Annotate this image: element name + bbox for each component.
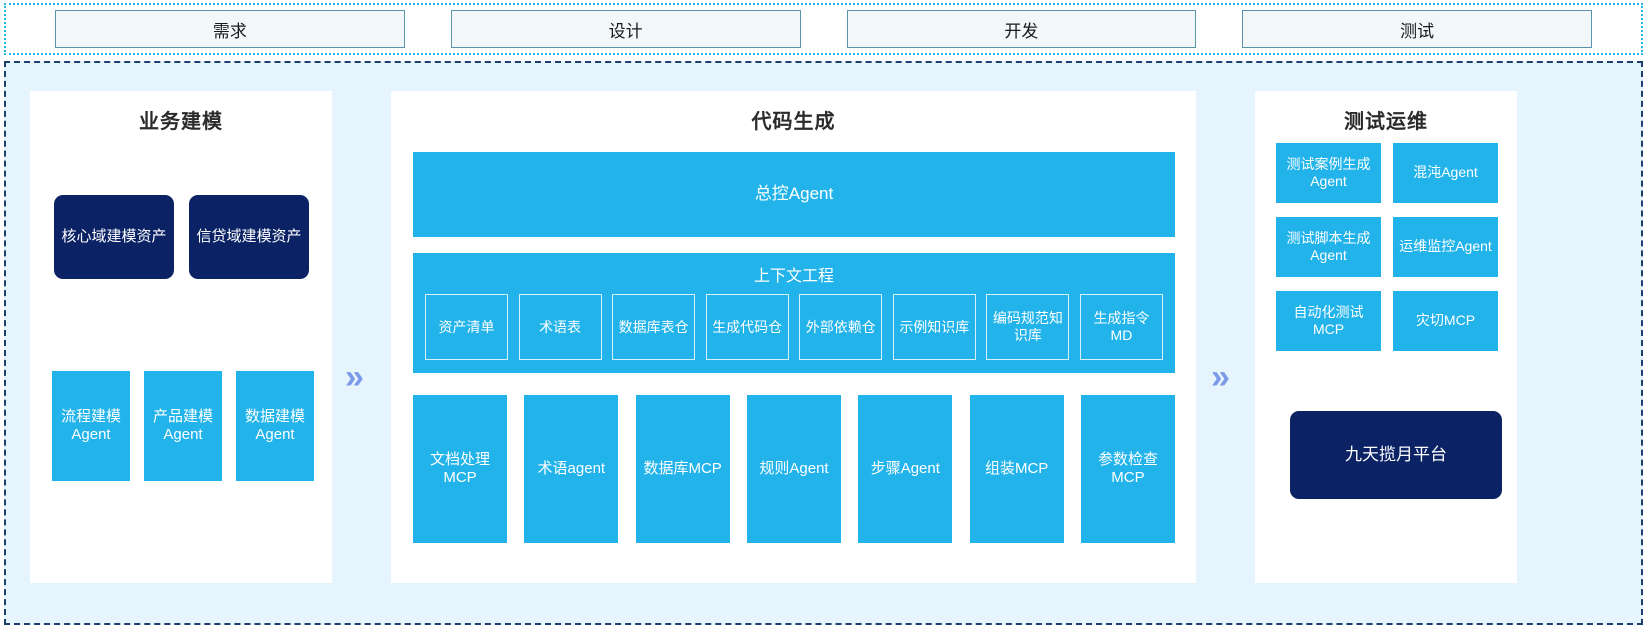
tool-disaster-switch-mcp[interactable]: 灾切MCP (1393, 291, 1498, 351)
phase-box-design[interactable]: 设计 (450, 10, 801, 48)
agent-chaos[interactable]: 混沌Agent (1393, 143, 1498, 203)
tool-parameter-check-mcp[interactable]: 参数检查MCP (1080, 395, 1175, 543)
context-item-db-table-repo[interactable]: 数据库表仓 (612, 294, 696, 360)
agent-ops-monitoring[interactable]: 运维监控Agent (1393, 217, 1498, 277)
panel-code-generation: 代码生成 总控Agent 上下文工程 资产清单 术语表 数据库表仓 生成代码仓 … (391, 91, 1196, 583)
context-item-row: 资产清单 术语表 数据库表仓 生成代码仓 外部依赖仓 示例知识库 编码规范知识库… (413, 294, 1175, 360)
panel-test-operations: 测试运维 测试案例生成Agent 混沌Agent 测试脚本生成Agent 运维监… (1255, 91, 1517, 583)
context-item-asset-list[interactable]: 资产清单 (425, 294, 508, 360)
panel-business-modeling: 业务建模 核心域建模资产 信贷域建模资产 流程建模Agent 产品建模Agent… (30, 91, 332, 583)
test-ops-grid: 测试案例生成Agent 混沌Agent 测试脚本生成Agent 运维监控Agen… (1276, 143, 1498, 351)
chevron-right-icon-2: » (1211, 358, 1230, 396)
panel-title-business-modeling: 业务建模 (139, 111, 223, 133)
agent-product-modeling[interactable]: 产品建模Agent (144, 371, 222, 481)
tool-document-processing-mcp[interactable]: 文档处理MCP (413, 395, 507, 543)
asset-core-domain[interactable]: 核心域建模资产 (54, 195, 174, 279)
agent-data-modeling[interactable]: 数据建模Agent (236, 371, 314, 481)
tool-assembly-mcp[interactable]: 组装MCP (969, 395, 1064, 543)
context-item-generated-code-repo[interactable]: 生成代码仓 (705, 294, 789, 360)
phase-box-requirements[interactable]: 需求 (55, 10, 405, 48)
tool-database-mcp[interactable]: 数据库MCP (635, 395, 730, 543)
context-item-glossary[interactable]: 术语表 (518, 294, 602, 360)
context-item-generation-instruction-md[interactable]: 生成指令MD (1079, 294, 1163, 360)
business-agent-group: 流程建模Agent 产品建模Agent 数据建模Agent (52, 371, 314, 481)
agent-test-script-generation[interactable]: 测试脚本生成Agent (1276, 217, 1381, 277)
panel-title-code-generation: 代码生成 (751, 111, 836, 133)
phase-strip: 需求 设计 开发 测试 (4, 3, 1643, 55)
agent-test-case-generation[interactable]: 测试案例生成Agent (1276, 143, 1381, 203)
tool-agent-row: 文档处理MCP 术语agent 数据库MCP 规则Agent 步骤Agent 组… (413, 395, 1175, 543)
platform-jiutian-lanyue[interactable]: 九天揽月平台 (1290, 411, 1502, 499)
panel-title-test-operations: 测试运维 (1344, 111, 1428, 133)
context-item-example-knowledge-base[interactable]: 示例知识库 (892, 294, 976, 360)
agent-process-modeling[interactable]: 流程建模Agent (52, 371, 130, 481)
context-item-external-dependency-repo[interactable]: 外部依赖仓 (799, 294, 883, 360)
tool-rule-agent[interactable]: 规则Agent (746, 395, 841, 543)
main-canvas: 业务建模 核心域建模资产 信贷域建模资产 流程建模Agent 产品建模Agent… (4, 61, 1643, 625)
control-agent-bar[interactable]: 总控Agent (413, 152, 1175, 237)
tool-step-agent[interactable]: 步骤Agent (858, 395, 953, 543)
chevron-right-icon-1: » (345, 358, 364, 396)
context-engineering-block: 上下文工程 资产清单 术语表 数据库表仓 生成代码仓 外部依赖仓 示例知识库 编… (413, 253, 1175, 373)
asset-credit-domain[interactable]: 信贷域建模资产 (189, 195, 309, 279)
business-asset-group: 核心域建模资产 信贷域建模资产 (54, 195, 309, 279)
tool-automated-test-mcp[interactable]: 自动化测试MCP (1276, 291, 1381, 351)
tool-glossary-agent[interactable]: 术语agent (524, 395, 619, 543)
context-engineering-title: 上下文工程 (753, 268, 834, 285)
phase-box-development[interactable]: 开发 (846, 10, 1197, 48)
context-item-coding-standard-knowledge-base[interactable]: 编码规范知识库 (986, 294, 1070, 360)
phase-box-testing[interactable]: 测试 (1242, 10, 1592, 48)
